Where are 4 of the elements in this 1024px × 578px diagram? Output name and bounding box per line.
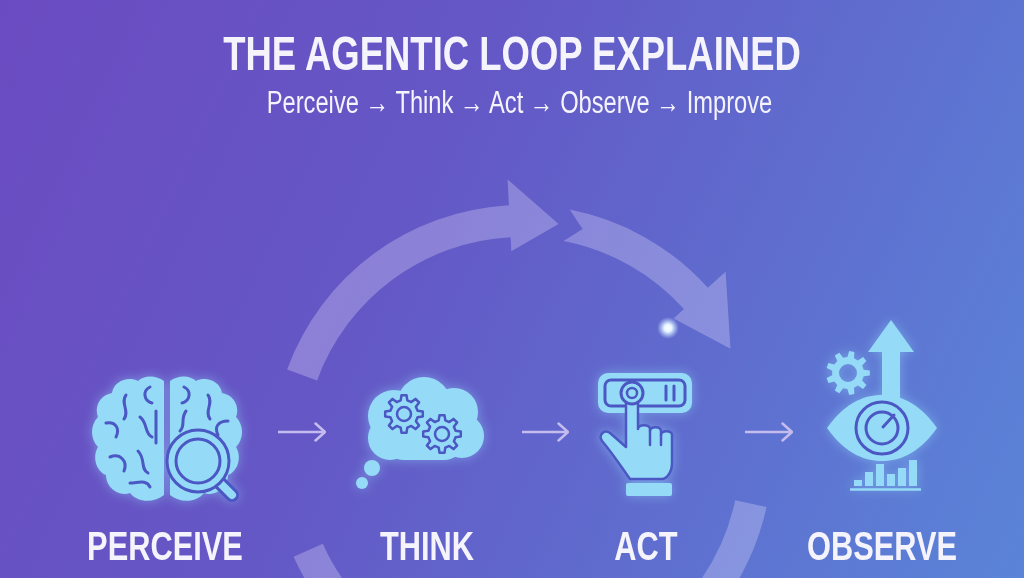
subtitle: Perceive → Think → Act → Observe → Improve [266, 87, 772, 118]
step-label: OBSERVE [806, 526, 958, 566]
title: THE AGENTIC LOOP EXPLAINED [223, 30, 801, 78]
step-label: PERCEIVE [87, 526, 243, 566]
